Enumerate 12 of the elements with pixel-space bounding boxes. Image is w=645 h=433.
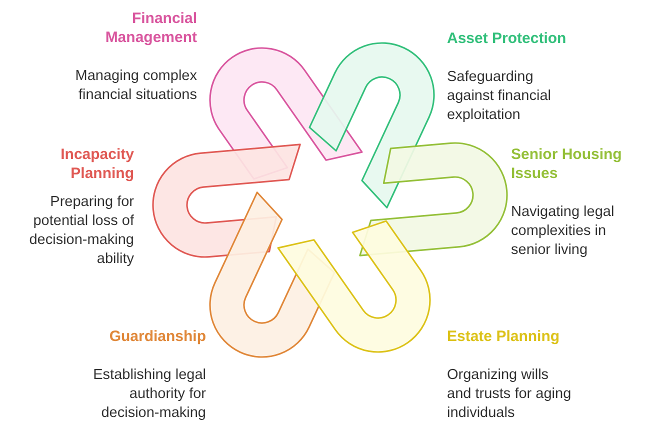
heading: Senior Housing Issues: [511, 145, 623, 183]
heading: Financial Management: [104, 9, 197, 47]
description: Safeguarding against financial exploitation: [447, 68, 552, 125]
heading: Guardianship: [108, 327, 206, 346]
description: Navigating legal complexities in senior living: [511, 203, 616, 260]
description: Organizing wills and trusts for aging individuals: [447, 366, 572, 423]
heading: Estate Planning: [447, 327, 561, 346]
heading: Incapacity Planning: [60, 145, 134, 183]
description: Managing complex financial situations: [74, 67, 197, 105]
description: Preparing for potential loss of decision-making ability: [28, 193, 134, 269]
description: Establishing legal authority for decision-making: [92, 366, 206, 423]
heading: Asset Protection: [447, 29, 568, 48]
